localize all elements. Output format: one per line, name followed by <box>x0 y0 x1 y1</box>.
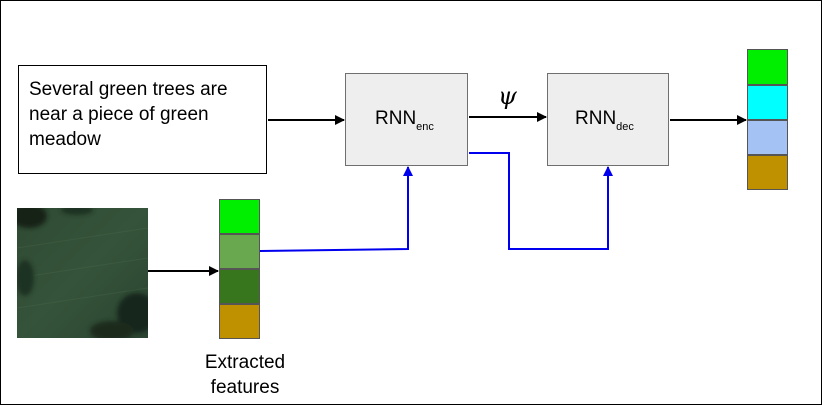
rnn-decoder-label: RNNdec <box>575 108 634 133</box>
feature-cell-1 <box>219 199 260 234</box>
output-cell-2 <box>747 85 788 120</box>
feature-cell-3 <box>219 269 260 304</box>
output-cell-4 <box>747 155 788 190</box>
extracted-features-label: Extracted features <box>204 352 286 398</box>
caption-text: Several green trees are near a piece of … <box>29 79 228 150</box>
rnn-encoder-box <box>345 73 468 166</box>
blue-arrow-encoder-to-decoder <box>469 152 613 250</box>
output-cell-3 <box>747 120 788 155</box>
rnn-encoder-name: RNN <box>375 108 417 129</box>
feature-cell-2 <box>219 234 260 269</box>
feature-cell-4 <box>219 304 260 339</box>
rnn-decoder-subscript: dec <box>616 121 634 133</box>
caption-box <box>18 65 267 174</box>
output-cell-1 <box>747 49 788 85</box>
rnn-encoder-subscript: enc <box>416 121 434 133</box>
rnn-decoder-name: RNN <box>575 108 617 129</box>
rnn-decoder-box <box>547 73 669 166</box>
blue-arrow-features-to-encoder <box>259 166 413 252</box>
rnn-encoder-label: RNNenc <box>375 108 434 133</box>
aerial-image <box>17 208 148 338</box>
psi-symbol: ψ <box>498 82 517 110</box>
